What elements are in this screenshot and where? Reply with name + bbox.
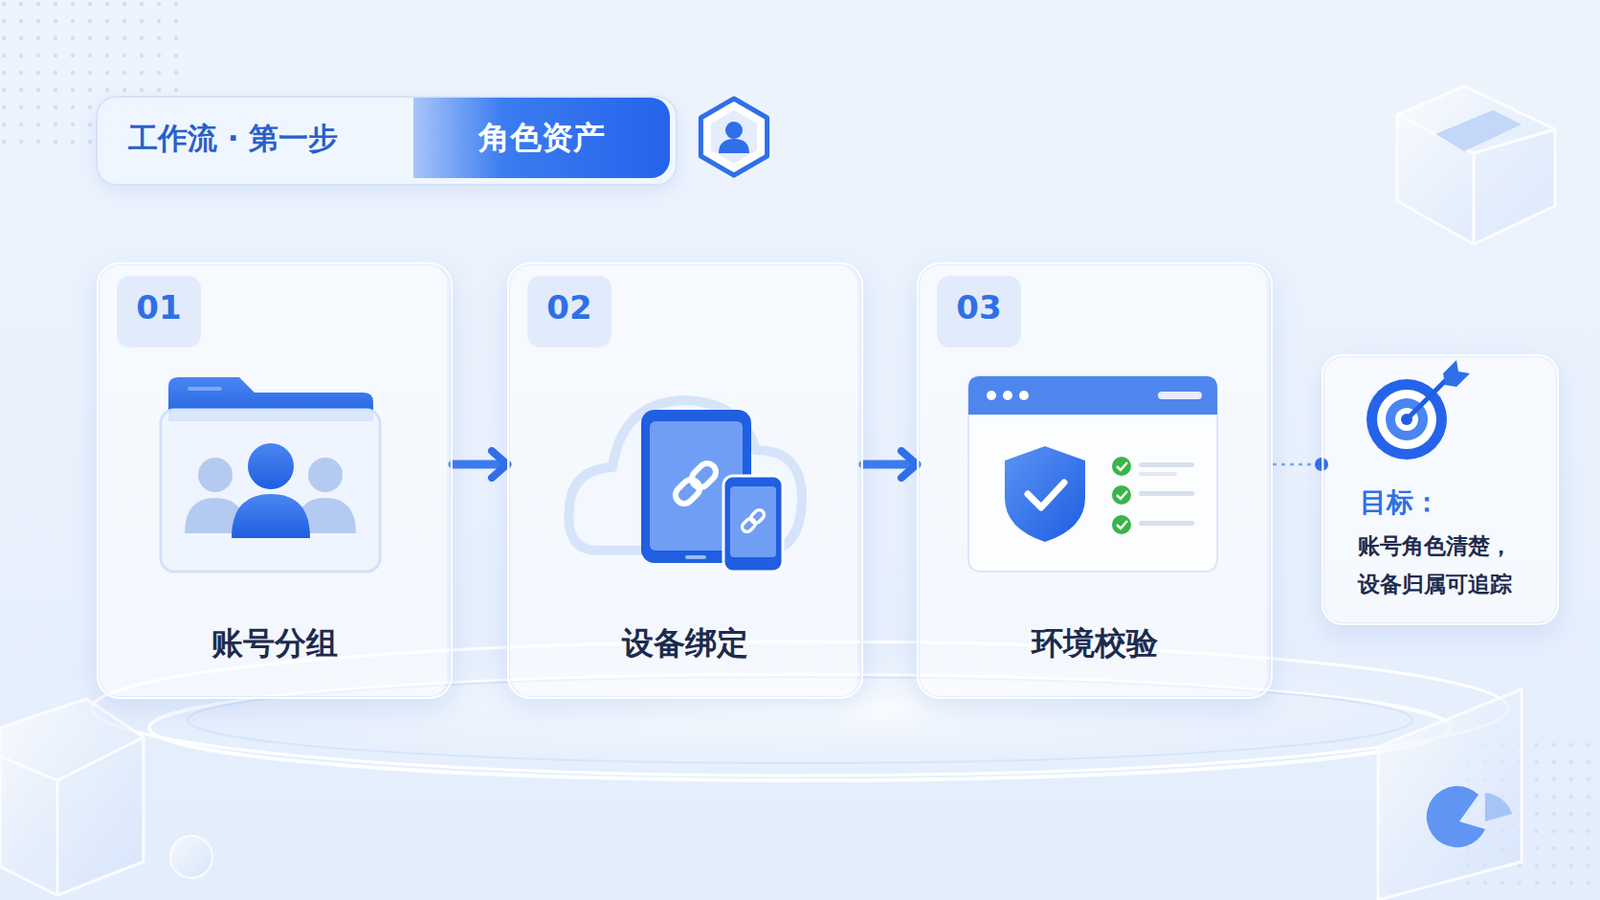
decor-shape — [1116, 520, 1128, 529]
decor-shape — [1406, 377, 1449, 420]
decor-shape — [0, 736, 144, 895]
decor-shape — [1111, 456, 1132, 476]
decor-shape — [1111, 485, 1132, 505]
step-number: 03 — [936, 275, 1022, 348]
decor-shape — [1002, 390, 1013, 400]
decor-shape — [730, 486, 777, 557]
decor-shape — [723, 475, 783, 572]
decor-shape — [1443, 359, 1470, 387]
flow-arrow — [863, 460, 917, 469]
decor-shape — [1138, 462, 1195, 467]
decor-shape — [198, 457, 233, 492]
step-title-tab: 角色资产 — [413, 97, 670, 178]
decor-shape — [700, 98, 767, 176]
decor-shape — [1485, 792, 1512, 822]
decor-shape — [1435, 110, 1522, 152]
decor-shape — [1004, 445, 1086, 542]
goal-heading: 目标： — [1359, 484, 1441, 521]
step-number-badge: 01 — [116, 275, 201, 348]
decor-shape — [740, 508, 767, 534]
goal-text: 账号角色清楚， 设备归属可追踪 — [1357, 526, 1533, 603]
decor-shape — [1138, 520, 1195, 526]
decor-shape — [968, 376, 1218, 572]
decor-shape — [1019, 390, 1029, 400]
step-number: 02 — [527, 275, 612, 348]
process-card: 01 账号分组 — [96, 262, 453, 699]
decor-shape — [568, 400, 802, 572]
card-title: 设备绑定 — [509, 622, 862, 666]
flow-arrow — [452, 460, 508, 469]
decor-shape — [187, 386, 223, 391]
decor-shape — [1377, 688, 1522, 900]
decor-shape — [749, 508, 767, 526]
decor-shape — [1426, 785, 1486, 847]
decor-shape — [688, 459, 720, 491]
decor-shape — [685, 555, 707, 559]
process-card: 03 环境校验 — [916, 262, 1273, 699]
step-number-badge: 03 — [936, 275, 1022, 348]
decor-shape — [968, 376, 1218, 572]
step-pill: 工作流 · 第一步角色资产 — [95, 95, 678, 186]
decor-shape — [1321, 354, 1559, 625]
decor-shape — [160, 409, 380, 572]
decor-shape — [1397, 86, 1556, 245]
decor-shape — [968, 376, 1218, 415]
decor-shape — [671, 459, 719, 507]
process-card: 02 设备绑定 — [507, 262, 864, 699]
step-number-badge: 02 — [527, 275, 612, 348]
decor-shape — [247, 443, 294, 489]
decor-shape — [1138, 490, 1195, 496]
decor-shape — [1138, 471, 1178, 476]
decor-shape — [1366, 359, 1470, 460]
card-title: 环境校验 — [918, 622, 1271, 666]
decor-shape — [308, 457, 343, 492]
decor-shape — [1111, 514, 1132, 534]
step-number: 01 — [116, 275, 201, 348]
decor-shape — [711, 110, 757, 164]
decor-shape — [986, 390, 997, 400]
decor-shape — [1157, 391, 1202, 400]
decor-shape — [1116, 462, 1128, 470]
decor-shape — [160, 377, 380, 572]
workflow-step-label: 工作流 · 第一步 — [128, 97, 338, 178]
decor-shape — [725, 121, 743, 139]
decor-shape — [1027, 482, 1065, 508]
decor-shape — [671, 475, 704, 508]
goal-card: 目标： 账号角色清楚， 设备归属可追踪 — [1321, 354, 1559, 625]
decor-shape — [718, 138, 750, 154]
decor-shape — [1116, 490, 1128, 499]
decor-shape — [0, 698, 144, 895]
card-title: 账号分组 — [98, 622, 451, 666]
decor-shape — [740, 516, 758, 534]
decor-shape — [700, 98, 767, 176]
dotted-connector — [1272, 463, 1322, 467]
decor-shape — [231, 493, 311, 538]
decor-shape — [170, 835, 213, 878]
